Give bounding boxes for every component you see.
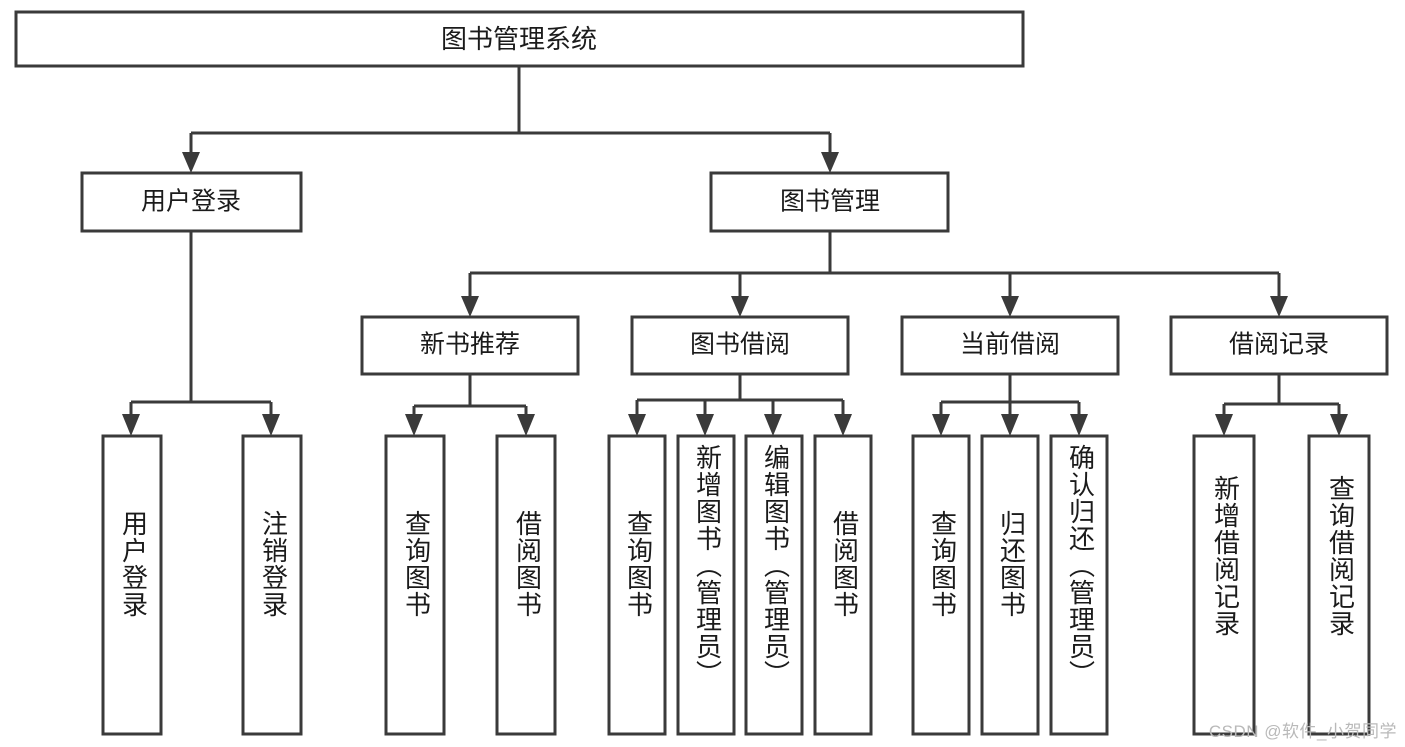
node-book-borrow-label: 图书借阅	[690, 331, 790, 359]
leaf-box-nb-borrow-book[interactable]	[495, 434, 557, 736]
arrow-to-borrow-record	[1270, 296, 1288, 317]
arrow-leaf-logout-login	[262, 414, 280, 436]
leaf-box-cb-return-book[interactable]	[980, 434, 1040, 736]
node-user-login[interactable]: 用户登录	[80, 171, 303, 233]
leaf-box-user-login[interactable]	[101, 434, 163, 736]
node-current-borrow-box	[900, 315, 1120, 376]
arrow-br-leaf-add-record	[1215, 414, 1233, 436]
node-new-book-recommend-label: 新书推荐	[420, 331, 520, 359]
leaf-box-cb-query-book[interactable]	[911, 434, 971, 736]
node-borrow-record[interactable]: 借阅记录	[1169, 315, 1389, 376]
leaf-box-bb-query-book[interactable]	[607, 434, 667, 736]
leaf-box-br-add-record[interactable]	[1192, 434, 1256, 736]
node-new-book-recommend-box	[360, 315, 580, 376]
leaf-box-bb-add-book[interactable]	[676, 434, 736, 736]
node-root-system-label: 图书管理系统	[441, 24, 597, 54]
leaf-box-br-query-record[interactable]	[1307, 434, 1371, 736]
arrow-to-current-borrow	[1001, 296, 1019, 317]
node-user-login-label: 用户登录	[141, 188, 241, 216]
node-current-borrow[interactable]: 当前借阅	[900, 315, 1120, 376]
node-book-manage-box	[709, 171, 950, 233]
node-book-manage-label: 图书管理	[780, 188, 880, 216]
arrow-to-new-book-recommend	[461, 296, 479, 317]
arrow-bb-leaf-add-book	[696, 414, 714, 436]
arrow-leaf-user-login	[122, 414, 140, 436]
leaf-box-bb-borrow-book[interactable]	[813, 434, 873, 736]
arrow-br-leaf-query-record	[1330, 414, 1348, 436]
arrow-to-book-manage	[821, 152, 839, 173]
node-borrow-record-label: 借阅记录	[1229, 331, 1329, 359]
arrow-bb-leaf-borrow-book	[834, 414, 852, 436]
arrow-cb-leaf-return-book	[1001, 414, 1019, 436]
node-book-manage[interactable]: 图书管理	[709, 171, 950, 233]
arrow-nb-leaf-borrow-book	[517, 414, 535, 436]
arrow-cb-leaf-confirm-return	[1070, 414, 1088, 436]
watermark-text: CSDN @软件_小贺同学	[1208, 722, 1397, 741]
node-borrow-record-box	[1169, 315, 1389, 376]
arrow-bb-leaf-edit-book	[764, 414, 782, 436]
node-book-borrow-box	[630, 315, 850, 376]
connector-layer	[122, 66, 1348, 436]
node-root-system[interactable]: 图书管理系统	[14, 10, 1025, 68]
node-root-system-box	[14, 10, 1025, 68]
node-current-borrow-label: 当前借阅	[960, 331, 1060, 359]
arrow-bb-leaf-query-book	[628, 414, 646, 436]
leaf-box-nb-query-book[interactable]	[384, 434, 446, 736]
leaf-box-cb-confirm-return[interactable]	[1049, 434, 1109, 736]
leaf-box-bb-edit-book[interactable]	[744, 434, 804, 736]
arrow-to-book-borrow	[731, 296, 749, 317]
node-book-borrow[interactable]: 图书借阅	[630, 315, 850, 376]
node-new-book-recommend[interactable]: 新书推荐	[360, 315, 580, 376]
arrow-nb-leaf-query-book	[405, 414, 423, 436]
node-user-login-box	[80, 171, 303, 233]
arrow-to-user-login	[182, 152, 200, 173]
arrow-cb-leaf-query-book	[932, 414, 950, 436]
leaf-box-logout-login[interactable]	[241, 434, 303, 736]
